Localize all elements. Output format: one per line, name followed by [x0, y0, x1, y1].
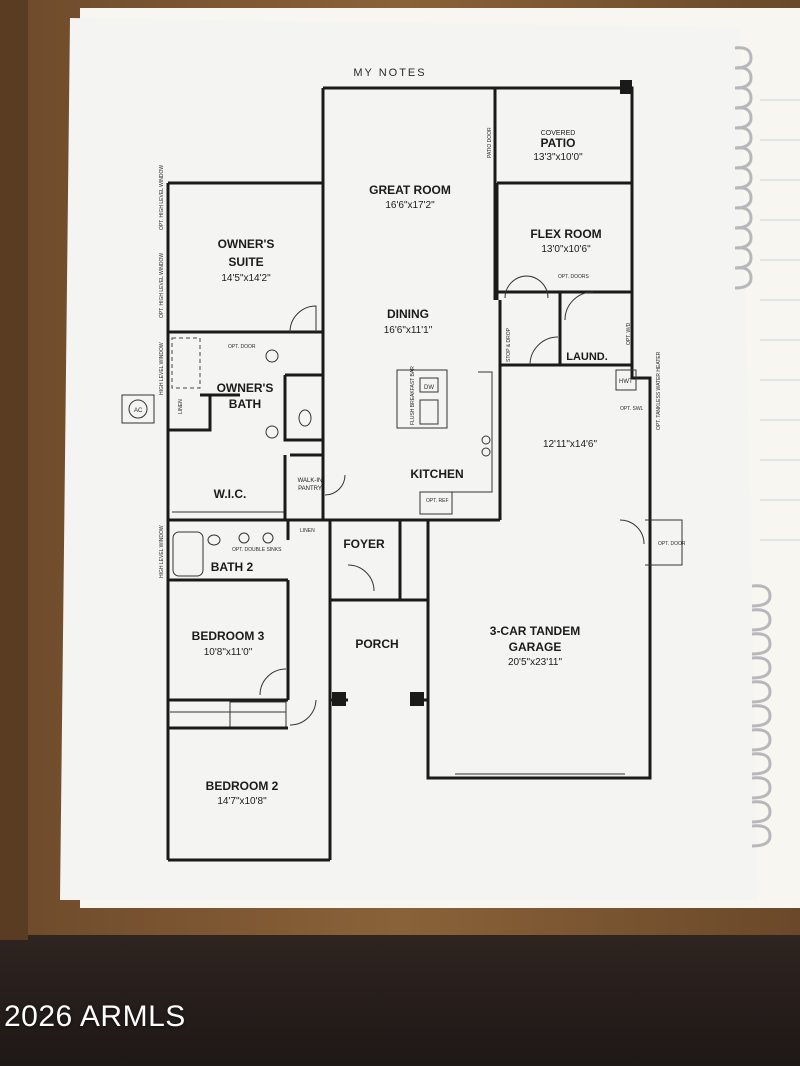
svg-text:OPT. DOOR: OPT. DOOR [228, 344, 256, 350]
svg-text:PATIO DOOR: PATIO DOOR [487, 127, 493, 158]
svg-text:PATIO: PATIO [541, 136, 576, 150]
svg-text:PANTRY: PANTRY [298, 486, 322, 492]
svg-text:16'6"x17'2": 16'6"x17'2" [385, 200, 435, 211]
room-garage-bay: 12'11"x14'6" [543, 439, 598, 450]
room-foyer: FOYER [343, 537, 385, 551]
room-owners-suite: OWNER'S SUITE 14'5"x14'2" [218, 237, 275, 284]
svg-text:OPT. HIGH LEVEL WINDOW: OPT. HIGH LEVEL WINDOW [159, 165, 165, 230]
svg-text:STOP & DROP: STOP & DROP [506, 327, 512, 362]
svg-text:10'8"x11'0": 10'8"x11'0" [204, 647, 253, 658]
svg-text:DW: DW [424, 385, 434, 391]
svg-text:3-CAR TANDEM: 3-CAR TANDEM [490, 624, 580, 638]
room-laundry: LAUND. [566, 351, 608, 363]
room-flex-room: FLEX ROOM 13'0"x10'6" [530, 227, 601, 255]
svg-text:OPT. DOUBLE SINKS: OPT. DOUBLE SINKS [232, 547, 282, 553]
svg-text:BATH: BATH [229, 397, 261, 411]
table-edge [0, 0, 28, 940]
plan-annotations: PATIO DOOR OPT. DOORS OPT. DOOR OPT. DOO… [134, 127, 686, 578]
room-porch: PORCH [355, 637, 398, 651]
svg-text:FLEX ROOM: FLEX ROOM [530, 227, 601, 241]
svg-text:OWNER'S: OWNER'S [218, 237, 275, 251]
room-bedroom2: BEDROOM 2 14'7"x10'8" [206, 779, 279, 807]
notebook-lines [760, 99, 800, 541]
listing-watermark: 2026 ARMLS [4, 1000, 186, 1033]
room-kitchen: KITCHEN [410, 467, 463, 481]
svg-text:COVERED: COVERED [541, 130, 576, 137]
svg-text:WALK-IN: WALK-IN [298, 478, 323, 484]
svg-text:OPT. TANKLESS WATER HEATER: OPT. TANKLESS WATER HEATER [656, 351, 662, 430]
svg-text:BEDROOM 3: BEDROOM 3 [192, 629, 265, 643]
room-patio: COVERED PATIO 13'3"x10'0" [533, 130, 583, 163]
svg-text:BEDROOM 2: BEDROOM 2 [206, 779, 279, 793]
svg-text:20'5"x23'11": 20'5"x23'11" [508, 657, 563, 668]
svg-text:OPT. SWL: OPT. SWL [620, 406, 644, 412]
svg-text:LINEN: LINEN [300, 528, 315, 534]
svg-text:16'6"x11'1": 16'6"x11'1" [384, 325, 433, 336]
paper-sheet [60, 18, 758, 900]
svg-text:13'0"x10'6": 13'0"x10'6" [541, 244, 591, 255]
svg-text:HIGH LEVEL WINDOW: HIGH LEVEL WINDOW [159, 342, 165, 395]
svg-text:OPT. DOORS: OPT. DOORS [558, 274, 590, 280]
room-bath2: BATH 2 [211, 560, 254, 574]
room-wic: W.I.C. [214, 487, 247, 501]
svg-text:OPT. REF: OPT. REF [426, 498, 449, 504]
floor-plan-walls [121, 80, 683, 862]
svg-text:LINEN: LINEN [178, 399, 184, 414]
svg-text:FLUSH BREAKFAST BAR: FLUSH BREAKFAST BAR [410, 366, 416, 425]
floor-shadow [0, 935, 800, 1066]
svg-text:14'7"x10'8": 14'7"x10'8" [217, 796, 267, 807]
svg-text:14'5"x14'2": 14'5"x14'2" [221, 273, 271, 284]
room-great-room: GREAT ROOM 16'6"x17'2" [369, 183, 451, 211]
notes-header: MY NOTES [353, 67, 426, 79]
svg-text:13'3"x10'0": 13'3"x10'0" [533, 152, 583, 163]
svg-text:OPT. DOOR: OPT. DOOR [658, 541, 686, 547]
svg-text:GARAGE: GARAGE [509, 640, 562, 654]
svg-text:AC: AC [134, 408, 143, 414]
svg-text:HIGH LEVEL WINDOW: HIGH LEVEL WINDOW [159, 525, 165, 578]
svg-text:OWNER'S: OWNER'S [217, 381, 274, 395]
room-bedroom3: BEDROOM 3 10'8"x11'0" [192, 629, 265, 658]
svg-text:OPT. HIGH LEVEL WINDOW: OPT. HIGH LEVEL WINDOW [159, 253, 165, 318]
room-walk-in-pantry: WALK-IN PANTRY [298, 478, 323, 492]
svg-text:GREAT ROOM: GREAT ROOM [369, 183, 451, 197]
svg-text:HWT: HWT [619, 379, 633, 385]
svg-text:OPT. W/D: OPT. W/D [626, 322, 632, 345]
spiral-binding [734, 46, 772, 848]
room-owners-bath: OWNER'S BATH [217, 381, 274, 411]
room-dining: DINING 16'6"x11'1" [384, 307, 433, 336]
room-garage: 3-CAR TANDEM GARAGE 20'5"x23'11" [490, 624, 580, 668]
svg-text:DINING: DINING [387, 307, 429, 321]
svg-text:SUITE: SUITE [228, 255, 263, 269]
